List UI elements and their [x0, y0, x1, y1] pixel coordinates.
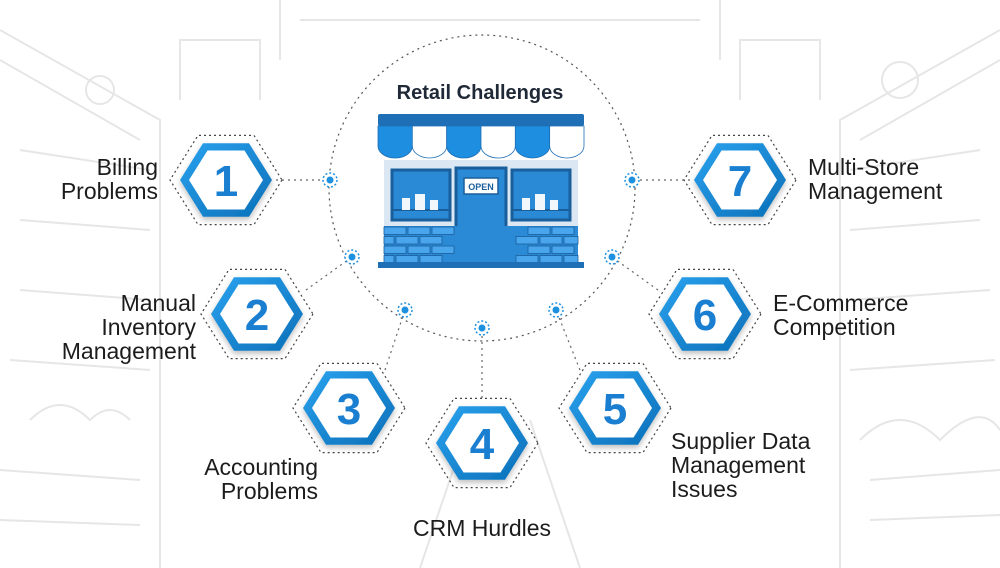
challenge-label-2: Manual Inventory Management [61, 290, 196, 364]
central-ring [328, 34, 636, 342]
challenge-number-3: 3 [337, 385, 361, 434]
challenge-badge-1: 1 [169, 134, 283, 226]
connector-dot-4 [474, 320, 490, 336]
challenge-number-2: 2 [245, 291, 269, 340]
challenge-badge-5: 5 [558, 362, 672, 454]
challenge-badge-2: 2 [200, 268, 314, 360]
challenge-badge-7: 7 [683, 134, 797, 226]
challenge-badge-3: 3 [292, 362, 406, 454]
connector-dot-3 [397, 302, 413, 318]
challenge-number-4: 4 [470, 420, 495, 469]
challenge-number-5: 5 [603, 385, 627, 434]
store-illustration: OPEN [377, 114, 585, 268]
connector-dot-6 [604, 249, 620, 265]
challenge-label-1: Billing Problems [60, 154, 158, 204]
challenge-number-6: 6 [693, 291, 717, 340]
challenge-label-7: Multi-Store Management [808, 154, 943, 204]
connector-line-2 [305, 256, 353, 291]
challenge-badge-6: 6 [648, 268, 762, 360]
connector-dot-5 [548, 302, 564, 318]
challenge-label-4: CRM Hurdles [412, 515, 552, 541]
connector-dot-2 [344, 249, 360, 265]
connector-line-3 [384, 309, 406, 371]
challenge-label-5: Supplier Data Management Issues [671, 428, 811, 502]
open-sign: OPEN [468, 182, 494, 192]
diagram-title: Retail Challenges [396, 82, 564, 104]
connector-dot-7 [624, 172, 640, 188]
challenge-badge-4: 4 [425, 397, 539, 489]
challenge-label-6: E-Commerce Competition [773, 290, 909, 340]
challenge-label-3: Accounting Problems [204, 454, 318, 504]
challenge-number-7: 7 [728, 157, 752, 206]
connector-dot-1 [322, 172, 338, 188]
challenge-number-1: 1 [214, 157, 238, 206]
connector-line-5 [555, 309, 581, 371]
connector-line-6 [611, 256, 659, 291]
